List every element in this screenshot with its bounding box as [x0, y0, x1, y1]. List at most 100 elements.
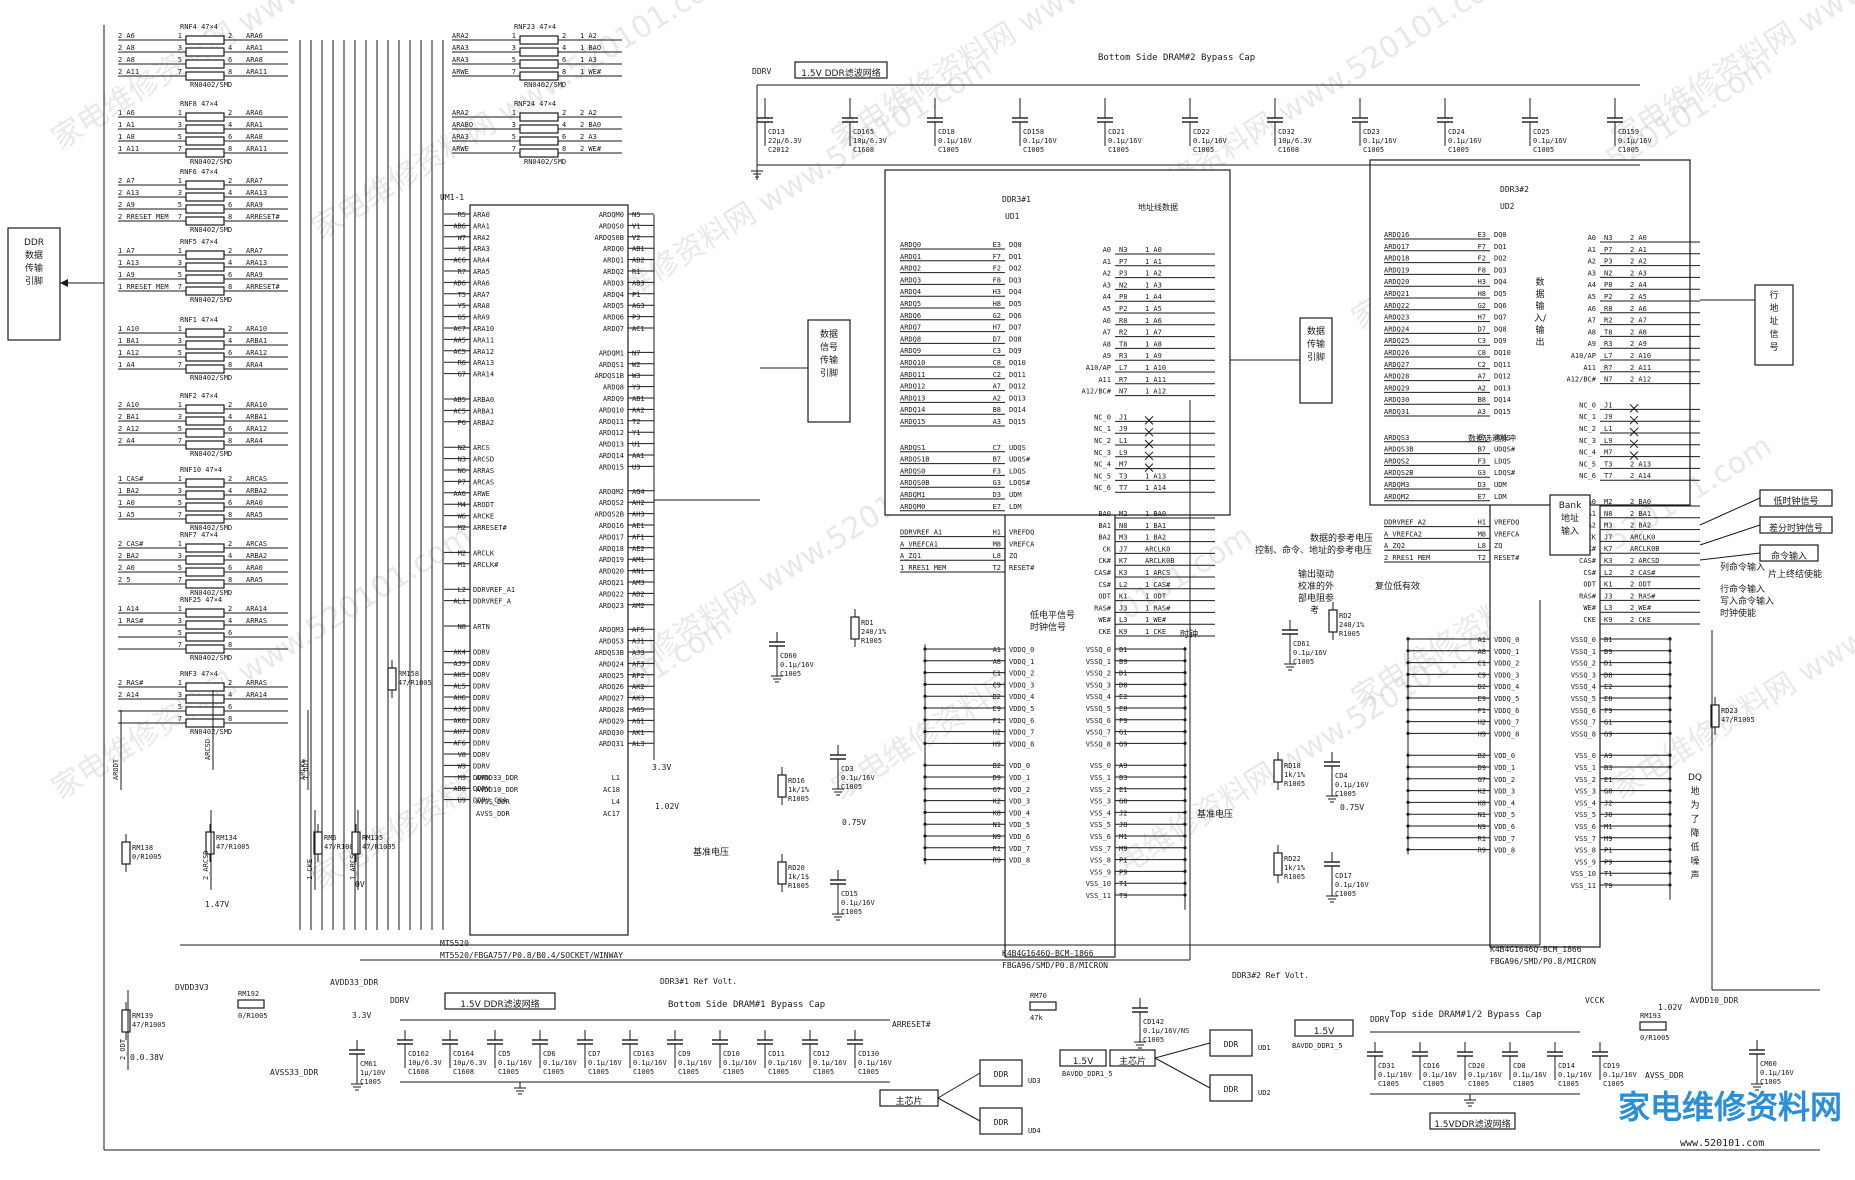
um1-pin-num: Y3 [632, 384, 640, 392]
ud2-pin-name: VDD_4 [1494, 799, 1515, 807]
cap-package: C1005 [543, 1068, 564, 1076]
um1-pin-num: AG1 [632, 717, 645, 725]
rn-pin-num: 7 [178, 437, 182, 445]
um1-pin-name: ARDQ12 [599, 429, 624, 437]
row-addr-text: 号 [1769, 342, 1778, 353]
rn-resistor [185, 47, 225, 57]
ud1-net: ARDQ3 [900, 276, 921, 284]
um1-pin-name: ARDQ11 [599, 418, 624, 426]
ud2-pin-name: VSSQ_7 [1571, 719, 1596, 727]
ud2-pin-num: F8 [1478, 266, 1486, 274]
ddrv-label-bottom: DDRV [390, 996, 409, 1005]
annot-link [1699, 552, 1761, 561]
um1-pin-name: ARA11 [473, 336, 494, 344]
ud1-pin-name: VDD_8 [1009, 857, 1030, 865]
ud1-pin-num: H7 [993, 324, 1001, 332]
nc-mark [1629, 415, 1639, 425]
ud2-pin-name: RAS# [1579, 592, 1597, 600]
nc-mark [1144, 427, 1154, 437]
resistor-value: 1k/1$ [788, 873, 809, 881]
ud2-net: ARDQ23 [1384, 314, 1409, 322]
um1-pin-num: Y1 [632, 429, 640, 437]
ddr-gate [979, 1107, 1023, 1135]
ud1-pin-name: LDQS [1009, 467, 1026, 475]
ud1-pin-num: G2 [993, 312, 1001, 320]
um1-pin-name: ARDQ2 [603, 268, 624, 276]
um1-pin-num: AF6 [453, 740, 466, 748]
diff-clock-box-text: 差分时钟信号 [1769, 522, 1823, 534]
ud1-pin-name: NC_0 [1094, 413, 1111, 421]
ud1-net: ARDQS0B [900, 479, 930, 487]
um1-pin-num: M9 [458, 774, 466, 782]
rn-pin-num: 1 [178, 679, 182, 687]
rn-pin-num: 7 [178, 145, 182, 153]
rn-pin-out: 2_A2 [580, 109, 597, 117]
rn-package: RN0402/SMD [190, 524, 232, 532]
um1-pin-num: W3 [632, 372, 640, 380]
ud2-net: ARDQ28 [1384, 373, 1409, 381]
rn-resistor [185, 440, 225, 450]
top-bypass-cap: CD21 [1108, 128, 1125, 136]
resistor [1029, 1001, 1057, 1011]
rn-resistor [519, 124, 559, 134]
ddr3-1-ref-label: DDR3#1 Ref Volt. [660, 977, 737, 986]
um1-power-name: AVDD10_DDR [476, 786, 519, 794]
ref-voltage-label: 基准电压 [693, 846, 729, 858]
rn-pin-out: ARA5 [246, 511, 263, 519]
ud1-pin-name: A12/BC# [1081, 388, 1111, 396]
ud2-pin-name: DQ3 [1494, 266, 1507, 274]
rn-pin-out: ARA11 [246, 68, 267, 76]
cap-package: C1005 [1335, 890, 1356, 898]
ud1-pin-name: BA0 [1098, 510, 1111, 518]
voltage-label: 1.02V [655, 802, 679, 811]
ud2-pin-name: NC_6 [1579, 472, 1596, 480]
ud2-pin-num: B9 [1604, 648, 1612, 656]
ud2-pin-num: M9 [1604, 835, 1612, 843]
ud2-pin-name: VDD_1 [1494, 764, 1515, 772]
ud2-pin-num: H2 [1478, 719, 1486, 727]
voltage-label: 0.75V [842, 818, 866, 827]
um1-pin-num: AD2 [632, 590, 645, 598]
rn-resistor [185, 59, 225, 69]
cap-value: 22μ/6.3V [768, 137, 803, 145]
ud1-pin-name: UDM [1009, 491, 1022, 499]
res-ext-label: 部电阻参 [1298, 592, 1334, 604]
ud1-pin-num: F8 [993, 276, 1001, 284]
ud2-pin-num: J8 [1604, 811, 1612, 819]
ud2-pin-num: L3 [1604, 604, 1612, 612]
ud1-pin-name: DQ11 [1009, 371, 1026, 379]
ud1-pin-name: VSSQ_8 [1086, 740, 1111, 748]
rn-pin-num: 6 [228, 201, 232, 209]
data-signal-text: 信号 [820, 341, 838, 353]
dq-io-text: 输 [1535, 324, 1544, 336]
rn-pin-out: ARA7 [246, 177, 263, 185]
um1-power-pin: AC18 [603, 786, 620, 794]
ud1-pin-name: VSS_5 [1090, 821, 1111, 829]
ud1-pin-num: C8 [993, 359, 1001, 367]
um1-pin-name: ARA10 [473, 325, 494, 333]
voltage-label: 0V [355, 880, 365, 889]
resistor-value: 47k [1030, 1014, 1043, 1022]
um1-pin-name: DDRV [473, 740, 491, 748]
rn-pin-in: 1_A8 [118, 133, 135, 141]
um1-pin-name: ARA2 [473, 234, 490, 242]
bank-addr-text: Bank [1559, 501, 1582, 511]
ud1-pin-name: VSSQ_0 [1086, 646, 1111, 654]
rn-pin-num: 3 [178, 617, 182, 625]
um1-pin-name: ARA9 [473, 314, 490, 322]
ud2-pin-num: P3 [1604, 258, 1612, 266]
um1-pin-num: AB6 [453, 279, 466, 287]
topside-cap: CD19 [1603, 1062, 1620, 1070]
output-drive-label: 输出驱动 [1298, 568, 1334, 580]
um1-pin-num: T2 [632, 418, 640, 426]
rn-resistor [185, 706, 225, 716]
ud2-net: ARDQ17 [1384, 243, 1409, 251]
resistor-value: 47/R1005 [398, 679, 432, 687]
rn-pin-num: 5 [178, 564, 182, 572]
rn-pin-num: 1 [512, 109, 516, 117]
dq-io-text: 出 [1535, 336, 1544, 348]
ud2-pin-num: R3 [1604, 340, 1612, 348]
cap-package: C1608 [1278, 146, 1299, 154]
ud2-net: ARDQS3 [1384, 434, 1409, 442]
v15-box2-text: 1.5V [1314, 1027, 1335, 1037]
